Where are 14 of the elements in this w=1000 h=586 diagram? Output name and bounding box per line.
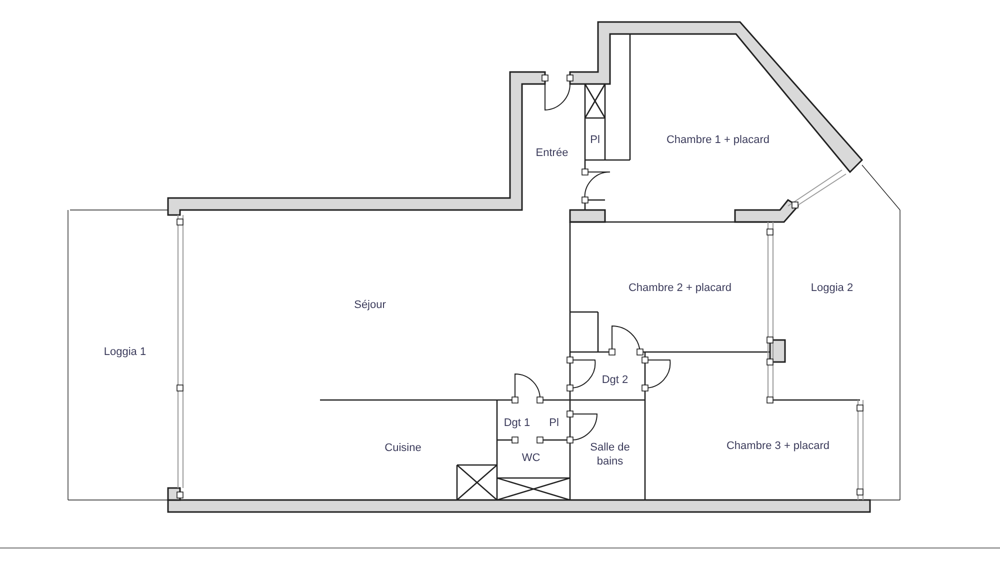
room-label: Séjour	[354, 298, 386, 312]
room-label: Dgt 2	[602, 372, 628, 388]
room-label: Chambre 2 + placard	[628, 280, 732, 296]
room-label: Loggia 1	[104, 344, 146, 360]
room-label: Salle de bains	[589, 440, 631, 470]
room-label: Cuisine	[384, 440, 422, 456]
room-label: Dgt 1	[504, 416, 530, 430]
room-label: Chambre 1 + placard	[666, 132, 770, 148]
room-label: Pl	[549, 416, 559, 430]
room-label: Chambre 3 + placard	[726, 438, 830, 454]
room-label: Loggia 2	[810, 280, 854, 296]
room-label: Entrée	[536, 146, 568, 160]
room-label: Pl	[590, 132, 600, 148]
room-label: WC	[522, 450, 540, 466]
